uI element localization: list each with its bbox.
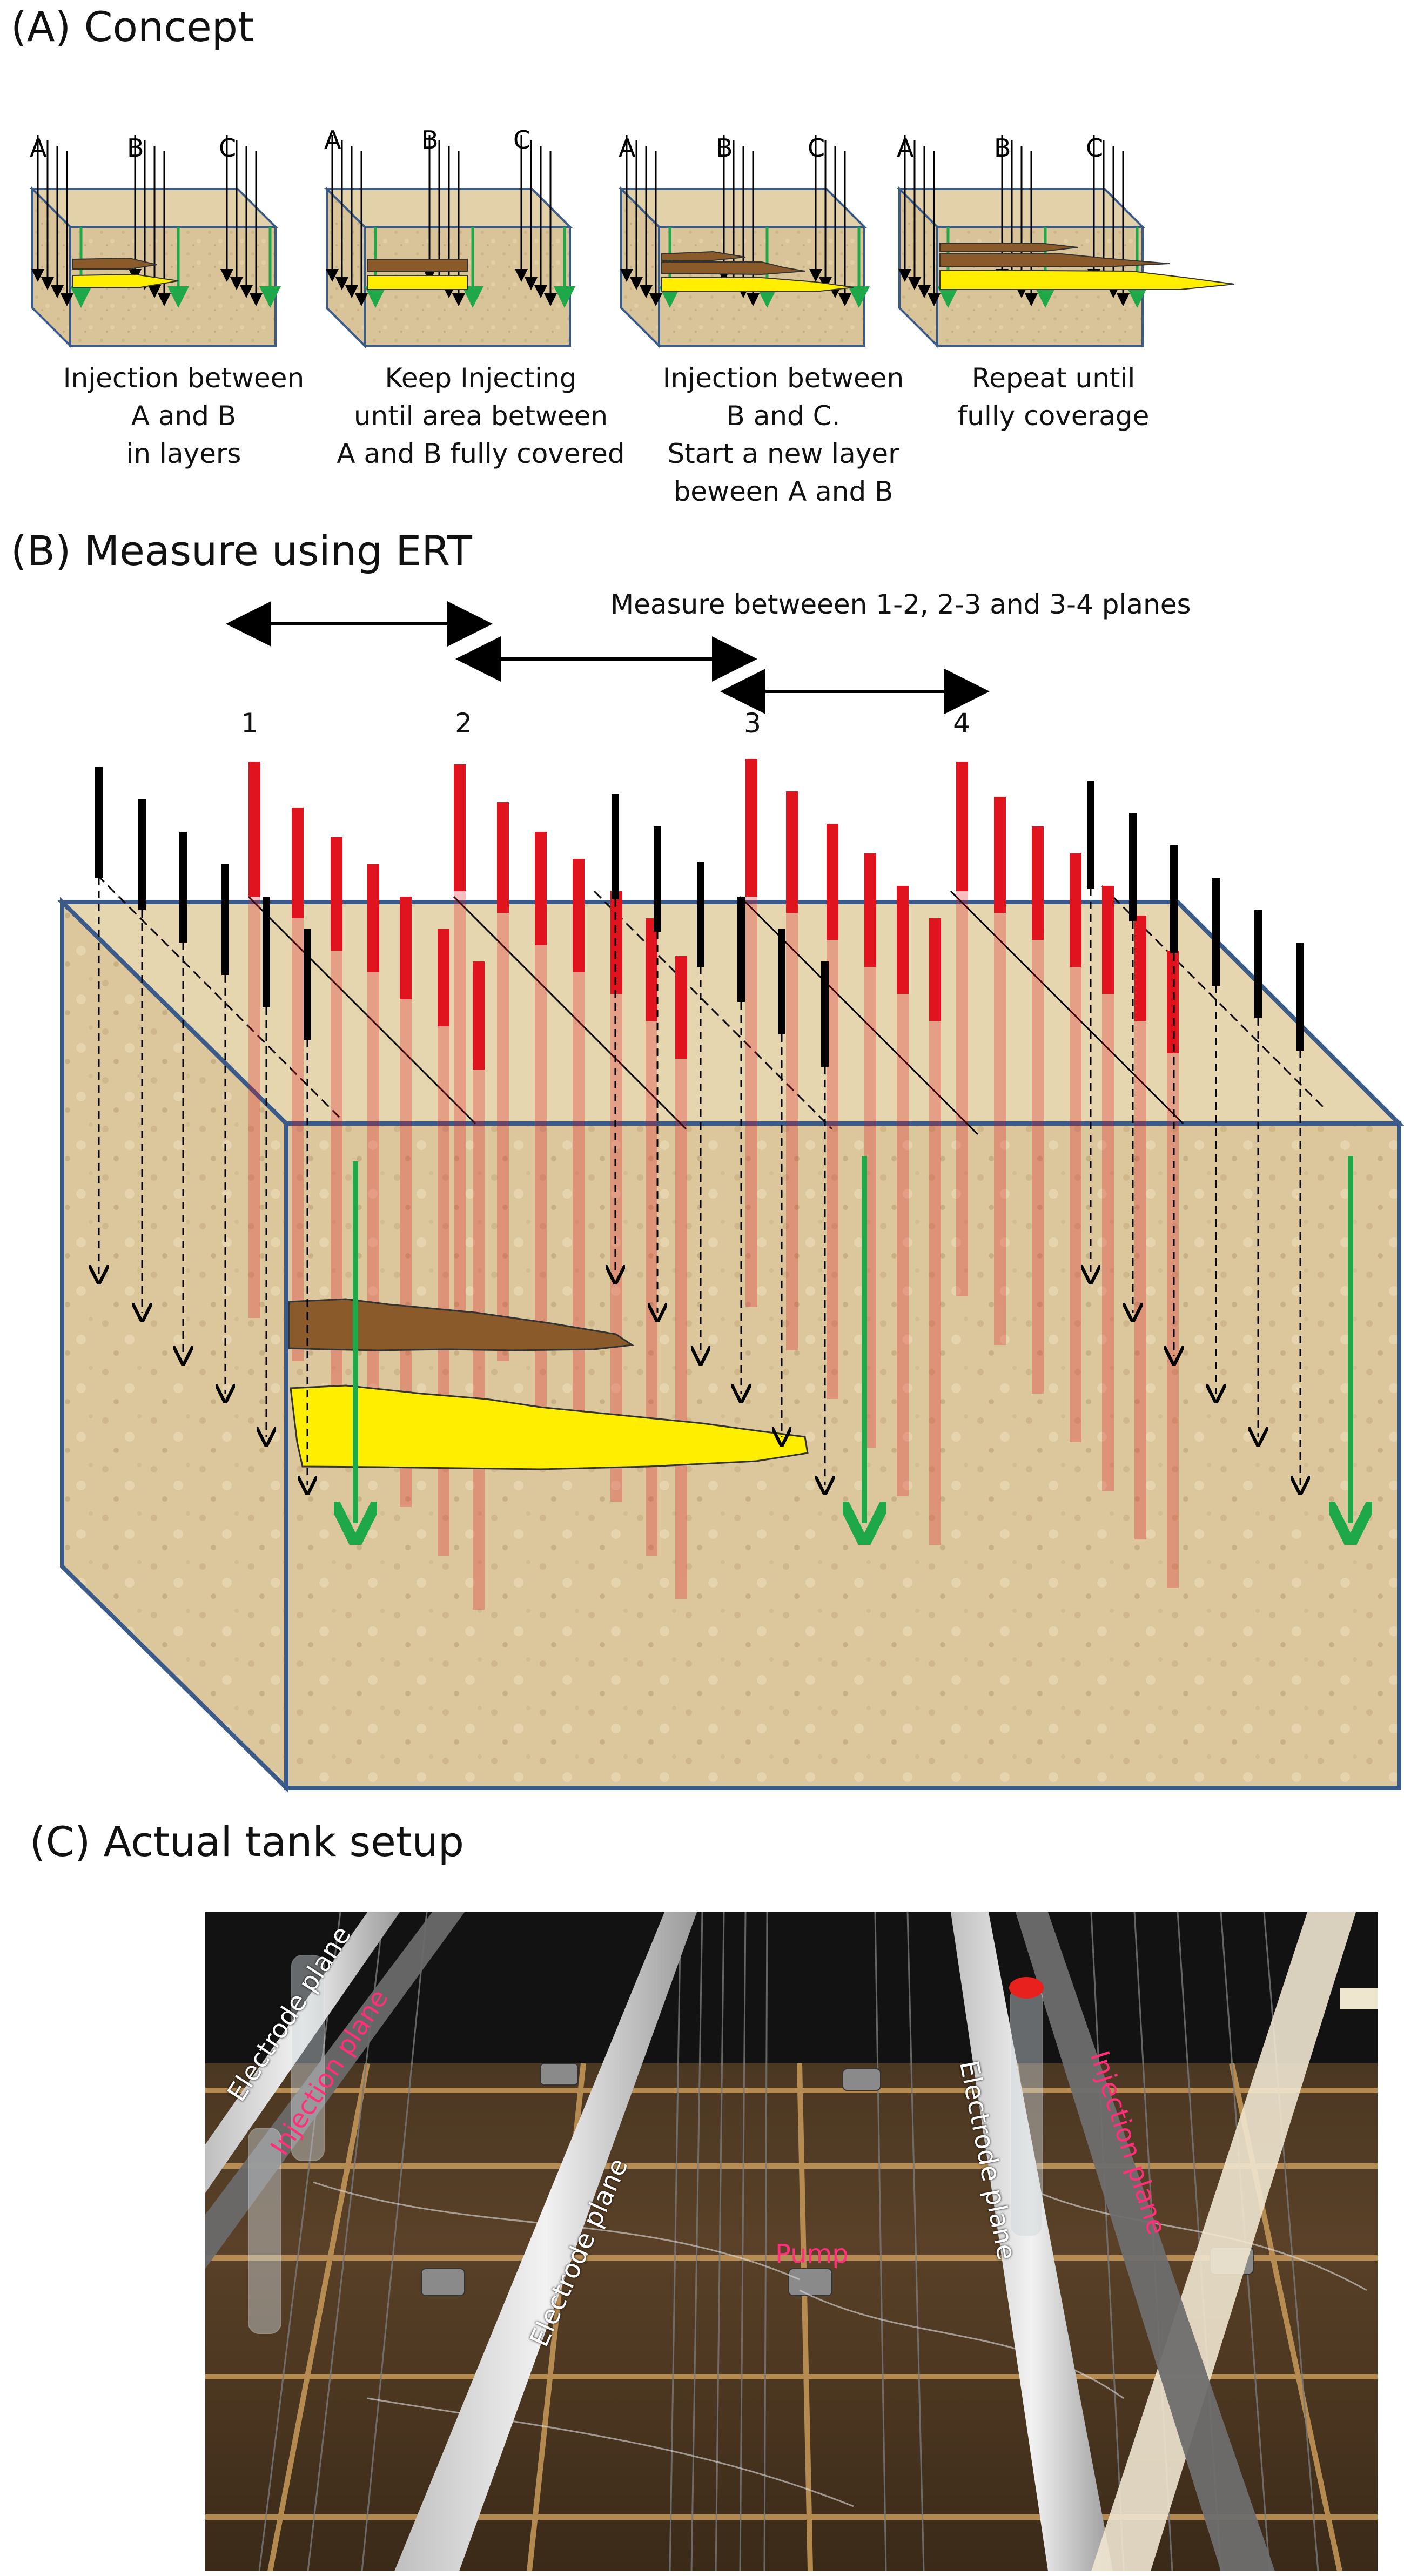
panel-c-heading: (C) Actual tank setup [30, 1818, 465, 1866]
column-label-a: A [897, 133, 914, 163]
measurement-range-arrows [226, 601, 990, 714]
electrode-rods [95, 767, 1304, 1485]
injection-rods [248, 759, 1179, 1070]
column-label-a: A [619, 133, 636, 163]
clay-layer [72, 257, 157, 270]
ert-measurement-diagram [57, 601, 1404, 1793]
concept-step-1-caption: Injection between A and B in layers [49, 359, 319, 473]
concept-step-3-caption: Injection between B and C. Start a new l… [648, 359, 918, 510]
caption-line: Keep Injecting [385, 362, 577, 394]
label-pump: Pump [775, 2239, 849, 2269]
caption-line: Start a new layer [667, 438, 899, 469]
column-label-b: B [421, 125, 439, 154]
column-label-a: A [324, 125, 341, 154]
concept-step-4-caption: Repeat until fully coverage [918, 359, 1188, 435]
tank-photo-illustration [205, 1912, 1378, 2571]
grout-layer [72, 273, 179, 288]
concept-step-3-diagram: A B C [619, 133, 870, 348]
column-label-b: B [716, 133, 733, 163]
caption-line: Injection between [63, 362, 305, 394]
caption-line: Repeat until [971, 362, 1136, 394]
caption-line: Injection between [662, 362, 904, 394]
concept-step-2-diagram: A B C [324, 125, 575, 348]
grout-layer [661, 277, 854, 292]
concept-step-4-diagram: A B C [897, 133, 1235, 348]
electrode-plane-rails [205, 1912, 1378, 2571]
column-label-c: C [1086, 133, 1103, 163]
caption-line: A and B fully covered [337, 438, 625, 469]
electrode-arrows [898, 135, 1130, 306]
clay-layer-top [939, 243, 1078, 252]
grout-layer [939, 269, 1235, 290]
clay-layer [367, 259, 468, 272]
caption-line: until area between [353, 400, 608, 432]
clay-layer [288, 1298, 635, 1351]
column-label-a: A [30, 133, 47, 163]
plane-label-1: 1 [241, 708, 258, 739]
tank-photo: Electrode plane Injection plane Electrod… [205, 1912, 1378, 2571]
grout-layer [290, 1384, 809, 1470]
caption-line: A and B [131, 400, 237, 432]
concept-diagrams: A B C A [30, 125, 1235, 348]
electrode-arrows [620, 135, 851, 306]
caption-line: beween A and B [673, 476, 894, 507]
column-label-c: C [219, 133, 236, 163]
clay-layer [661, 261, 805, 275]
red-cap [1009, 1977, 1044, 1999]
tank-box [57, 897, 1404, 1793]
measure-note: Measure betweeen 1-2, 2-3 and 3-4 planes [610, 589, 1191, 620]
clay-layer [939, 253, 1170, 267]
injection-tubes [248, 1955, 1043, 2334]
caption-line: fully coverage [957, 400, 1150, 432]
grout-layer [367, 275, 468, 290]
caption-line: in layers [126, 438, 241, 469]
concept-step-2-caption: Keep Injecting until area between A and … [335, 359, 627, 473]
column-label-b: B [994, 133, 1011, 163]
panel-b-heading: (B) Measure using ERT [11, 527, 472, 575]
concept-step-1-diagram: A B C [30, 133, 281, 348]
clay-layer-new [661, 251, 746, 261]
column-label-c: C [513, 125, 530, 154]
electrode-arrows [31, 135, 263, 306]
caption-line: B and C. [726, 400, 841, 432]
flow-arrows [355, 1156, 1351, 1523]
column-label-c: C [808, 133, 825, 163]
plane-label-2: 2 [455, 708, 472, 739]
panel-a-heading: (A) Concept [11, 3, 254, 51]
column-label-b: B [127, 133, 144, 163]
